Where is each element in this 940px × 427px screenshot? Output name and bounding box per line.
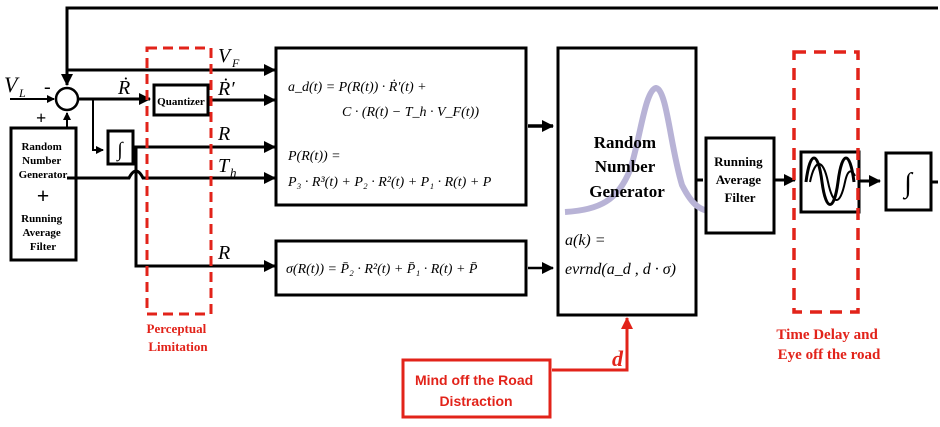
left-raf-line-2: Average <box>22 227 60 239</box>
right-running-average-block <box>704 136 776 235</box>
th-signal-line <box>67 169 276 184</box>
r-branch-line <box>134 147 276 272</box>
minus-sign: - <box>44 76 51 98</box>
p-equation-line-2: P₃ · R³(t) + P₂ · R²(t) + P₁ · R(t) + P <box>287 175 492 190</box>
central-rng-line-3: Generator <box>589 182 665 201</box>
p-equation-line-1: P(R(t)) = <box>287 149 341 164</box>
vf-label: V <box>218 45 233 67</box>
right-filter-line-2: Average <box>716 172 761 187</box>
central-rng-line-1: Random <box>594 133 656 152</box>
acceleration-equation-block <box>274 46 528 207</box>
time-delay-line-1: Time Delay and <box>776 327 878 343</box>
ak-equation-line-1: a(k) = <box>565 232 606 249</box>
mind-off-line-2: Distraction <box>439 393 512 409</box>
r-label-1: R <box>217 123 230 145</box>
feedback-line <box>61 6 938 86</box>
left-rng-filter-block <box>9 126 78 262</box>
ad-equation-line-2: C · (R(t) − T_h · V_F(t)) <box>342 105 479 120</box>
left-raf-line-1: Running <box>21 213 62 225</box>
delay-waveform-icon-2 <box>809 163 856 201</box>
th-label: T <box>218 155 231 177</box>
left-raf-line-3: Filter <box>30 241 56 253</box>
sigma-equation: σ(R(t)) = P̄₂ · R²(t) + P̄₁ · R(t) + P̄ <box>286 262 478 277</box>
d-label: d <box>612 346 624 371</box>
vl-subscript: L <box>18 86 26 100</box>
right-filter-line-1: Running <box>714 154 763 169</box>
central-rng-line-2: Number <box>595 157 656 176</box>
mind-off-road-box <box>401 358 552 419</box>
perceptual-line-1: Perceptual <box>147 321 207 336</box>
integrator-branch-line <box>92 99 104 154</box>
svg-text:Perceptual Limitation: Perceptual Limitation <box>147 321 210 354</box>
mind-off-line-1: Mind off the Road <box>415 372 533 388</box>
right-filter-line-3: Filter <box>724 190 755 205</box>
summing-junction <box>54 86 80 112</box>
svg-text:Time Delay and Eye off the: Time Delay and Eye off the road <box>776 327 881 363</box>
left-integrator-symbol: ∫ <box>115 139 124 162</box>
time-delay-line-2: Eye off the road <box>778 347 881 363</box>
ak-equation-line-2: evrnd(a_d , d · σ) <box>565 261 676 278</box>
svg-text:Running Average Filter: Running Average Filter <box>21 213 65 253</box>
left-rng-line-1: Random <box>21 141 61 153</box>
left-integrator-block <box>106 129 135 166</box>
svg-text:Running Average Filter: Running Average Filter <box>714 154 766 205</box>
svg-text:a(k) = evrnd(a_d , d · σ): a(k) = evrnd(a_d , d · σ) <box>565 232 676 278</box>
vl-label: V <box>4 72 20 97</box>
perceptual-limitation-box <box>145 46 213 316</box>
plus-sign: + <box>36 108 46 128</box>
time-delay-dashed-box <box>792 50 860 314</box>
right-integrator-block <box>884 151 933 212</box>
left-rng-line-3: Generator <box>19 169 68 181</box>
d-input-arrow <box>552 317 633 372</box>
rdot-label: Ṙ <box>117 76 130 99</box>
svg-text:Mind off the Road Distract: Mind off the Road Distraction <box>415 372 537 409</box>
delay-waveform-icon <box>804 156 856 206</box>
rdot-prime-label: Ṙ′ <box>217 77 235 100</box>
r-label-2: R <box>217 242 230 264</box>
right-integrator-symbol: ∫ <box>902 168 914 200</box>
quantizer-label: Quantizer <box>157 96 205 108</box>
vf-subscript: F <box>231 56 240 70</box>
svg-text:a_d(t) = P(R(t)) · Ṙ′(t) +: a_d(t) = P(R(t)) · Ṙ′(t) + C · (R(t) − T… <box>287 79 492 190</box>
left-rng-plus: + <box>37 183 50 208</box>
svg-text:Random Number Generato: Random Number Generator <box>19 141 68 181</box>
perceptual-line-2: Limitation <box>148 339 208 354</box>
left-rng-line-2: Number <box>22 155 61 167</box>
sigma-equation-block <box>274 239 528 297</box>
svg-text:Random Number Generato: Random Number Generator <box>589 133 665 201</box>
ad-equation-line-1: a_d(t) = P(R(t)) · Ṙ′(t) + <box>288 79 427 95</box>
th-subscript: h <box>230 165 237 180</box>
bell-curve <box>564 84 721 216</box>
